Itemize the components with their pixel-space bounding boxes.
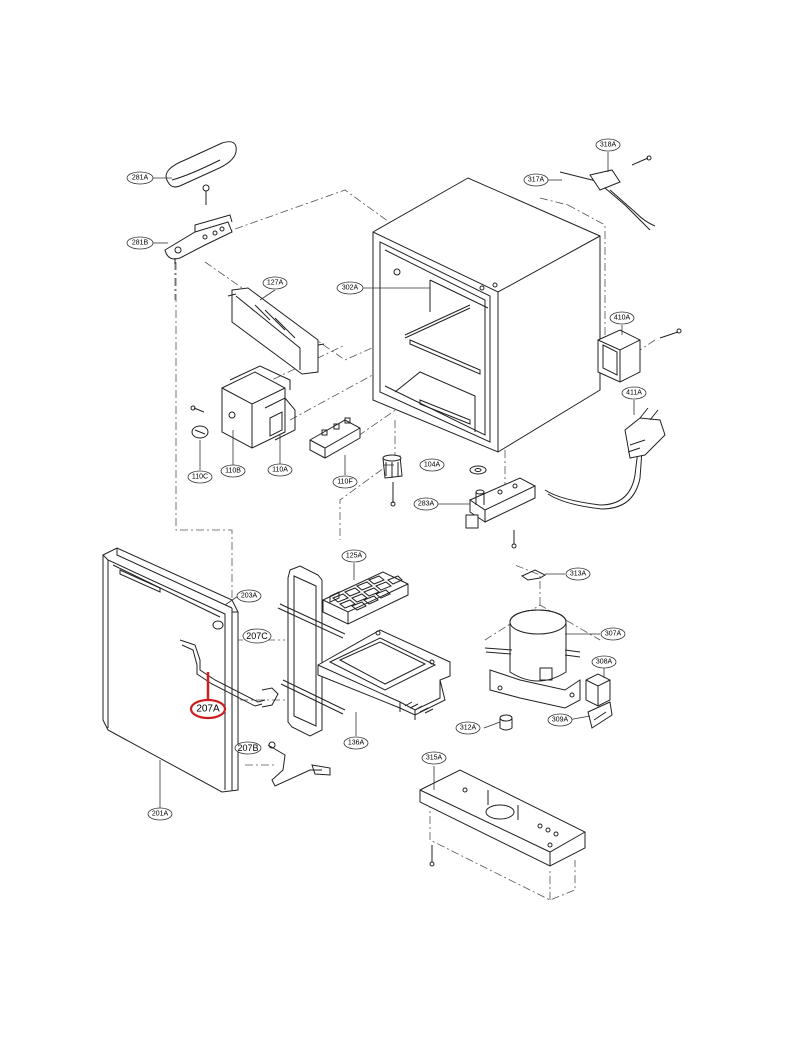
callout-203A: 203A — [236, 589, 262, 603]
callout-text-203A: 203A — [241, 593, 258, 600]
drip-tray-part — [317, 629, 451, 720]
base-plate-part — [419, 769, 586, 867]
callout-text-302A: 302A — [342, 285, 359, 292]
callout-281B: 281B — [126, 236, 154, 250]
relay-cover-part — [587, 701, 613, 729]
thermostat-knob-part — [191, 425, 209, 439]
callout-text-136A: 136A — [348, 740, 365, 747]
starter-relay-part — [585, 673, 611, 707]
callout-317A: 317A — [523, 173, 549, 187]
callout-text-110F: 110F — [337, 479, 352, 486]
callout-104A: 104A — [419, 458, 445, 472]
callout-309A: 309A — [547, 713, 573, 727]
callout-312A: 312A — [455, 721, 481, 735]
callout-text-313A: 313A — [570, 571, 587, 578]
callout-text-110A: 110A — [272, 467, 288, 474]
power-cord-part — [544, 407, 666, 510]
wire-b-part — [267, 741, 331, 787]
leveling-foot-part — [382, 454, 403, 507]
callout-410A: 410A — [609, 311, 635, 325]
callout-text-207C: 207C — [246, 631, 268, 641]
callout-207C: 207C — [242, 628, 272, 644]
callout-411A: 411A — [621, 386, 647, 400]
ice-tray-part — [322, 571, 409, 625]
callout-207A-highlighted: 207A — [189, 698, 227, 720]
callout-136A: 136A — [343, 736, 369, 750]
callout-201A: 201A — [147, 807, 173, 821]
callout-text-207B: 207B — [237, 743, 258, 753]
callout-text-127A: 127A — [267, 280, 284, 287]
cabinet-body-part — [372, 177, 601, 453]
callout-text-104A: 104A — [424, 462, 441, 469]
callout-text-110C: 110C — [192, 474, 208, 481]
callout-text-318A: 318A — [600, 142, 617, 149]
callout-text-110B: 110B — [225, 468, 241, 475]
callout-text-410A: 410A — [614, 315, 631, 322]
callout-307A: 307A — [600, 627, 626, 641]
compressor-part — [484, 609, 581, 709]
callout-text-283A: 283A — [418, 501, 435, 508]
callout-283A: 283A — [413, 497, 439, 511]
hinge-bracket-part — [164, 214, 233, 264]
callout-302A: 302A — [336, 281, 364, 295]
callout-text-308A: 308A — [596, 659, 613, 666]
electrical-box-part — [597, 328, 682, 383]
callout-110C: 110C — [187, 470, 213, 484]
callout-text-281B: 281B — [132, 240, 149, 247]
shelf-glass-part — [227, 287, 325, 375]
callout-207B: 207B — [234, 741, 262, 755]
hinge-cap-part — [165, 141, 237, 188]
callout-text-312A: 312A — [460, 725, 477, 732]
callout-text-281A: 281A — [132, 175, 149, 182]
callout-313A: 313A — [565, 567, 591, 581]
callout-text-201A: 201A — [152, 811, 169, 818]
callout-text-125A: 125A — [346, 553, 363, 560]
callout-110A: 110A — [267, 463, 293, 477]
lamp-socket-part — [309, 417, 361, 459]
grommet-part — [499, 714, 513, 731]
callout-text-315A: 315A — [426, 755, 443, 762]
callout-text-317A: 317A — [528, 177, 545, 184]
callout-127A: 127A — [262, 276, 288, 290]
callout-308A: 308A — [591, 655, 617, 669]
callout-text-207A: 207A — [196, 704, 220, 715]
callout-318A: 318A — [595, 138, 621, 152]
callout-315A: 315A — [421, 751, 447, 765]
callout-text-307A: 307A — [605, 631, 622, 638]
door-frame-wire-part — [277, 565, 346, 737]
callout-text-411A: 411A — [626, 390, 642, 397]
thermostat-housing-part — [190, 365, 296, 449]
callout-110B: 110B — [220, 464, 246, 478]
clip-part — [520, 569, 547, 581]
door-assembly-part — [102, 547, 239, 793]
cord-clamp-part — [559, 155, 656, 231]
callout-text-309A: 309A — [552, 717, 569, 724]
callout-110F: 110F — [332, 475, 358, 489]
callout-281A: 281A — [126, 171, 154, 185]
lower-hinge-part — [465, 465, 537, 549]
heater-wire-part — [179, 639, 279, 708]
hinge-screw — [202, 184, 210, 205]
callout-125A: 125A — [341, 549, 367, 563]
